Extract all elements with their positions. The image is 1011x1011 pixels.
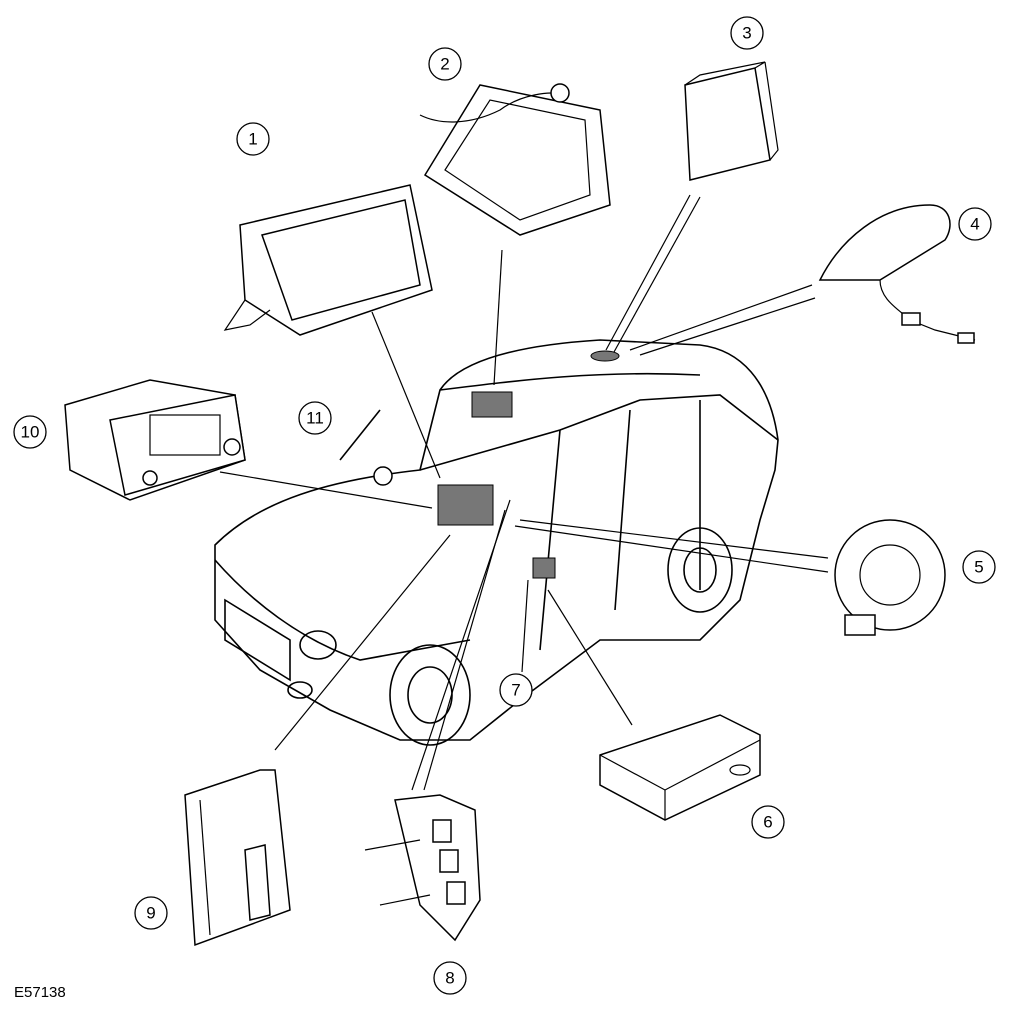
- callout-6: 6: [751, 805, 785, 839]
- svg-text:6: 6: [763, 813, 772, 832]
- figure-id-label: E57138: [14, 984, 66, 1001]
- callout-10: 10: [13, 415, 47, 449]
- component-4-antenna: [818, 204, 976, 344]
- component-1-display: [223, 184, 433, 336]
- callout-9: 9: [134, 896, 168, 930]
- svg-text:7: 7: [511, 681, 520, 700]
- component-11-sensor: [373, 466, 393, 486]
- svg-text:9: 9: [146, 904, 155, 923]
- callout-7: 7: [499, 673, 533, 707]
- callout-5: 5: [962, 550, 996, 584]
- svg-text:4: 4: [970, 215, 979, 234]
- roof-module-location: [590, 350, 620, 362]
- callout-11: 11: [298, 401, 332, 435]
- component-8-switch-pack: [364, 794, 481, 942]
- component-5-clockspring: [834, 519, 946, 636]
- svg-text:3: 3: [742, 24, 751, 43]
- component-9-module: [184, 769, 291, 947]
- callout-8: 8: [433, 961, 467, 995]
- leader-lines: [219, 194, 829, 791]
- component-3-module: [684, 61, 779, 181]
- callout-2: 2: [428, 47, 462, 81]
- callout-4: 4: [958, 207, 992, 241]
- callout-3: 3: [730, 16, 764, 50]
- svg-text:5: 5: [974, 558, 983, 577]
- display-location: [437, 484, 494, 526]
- svg-text:2: 2: [440, 55, 449, 74]
- component-10-head-unit: [64, 379, 246, 501]
- svg-text:8: 8: [445, 969, 454, 988]
- component-2-roof-console: [419, 83, 611, 236]
- svg-text:10: 10: [21, 423, 40, 442]
- dvd-location: [532, 557, 556, 579]
- roof-console-location: [471, 391, 513, 418]
- vehicle-outline: [214, 339, 779, 746]
- svg-text:1: 1: [248, 130, 257, 149]
- svg-text:11: 11: [306, 409, 324, 428]
- component-6-dvd-player: [599, 714, 761, 821]
- callout-1: 1: [236, 122, 270, 156]
